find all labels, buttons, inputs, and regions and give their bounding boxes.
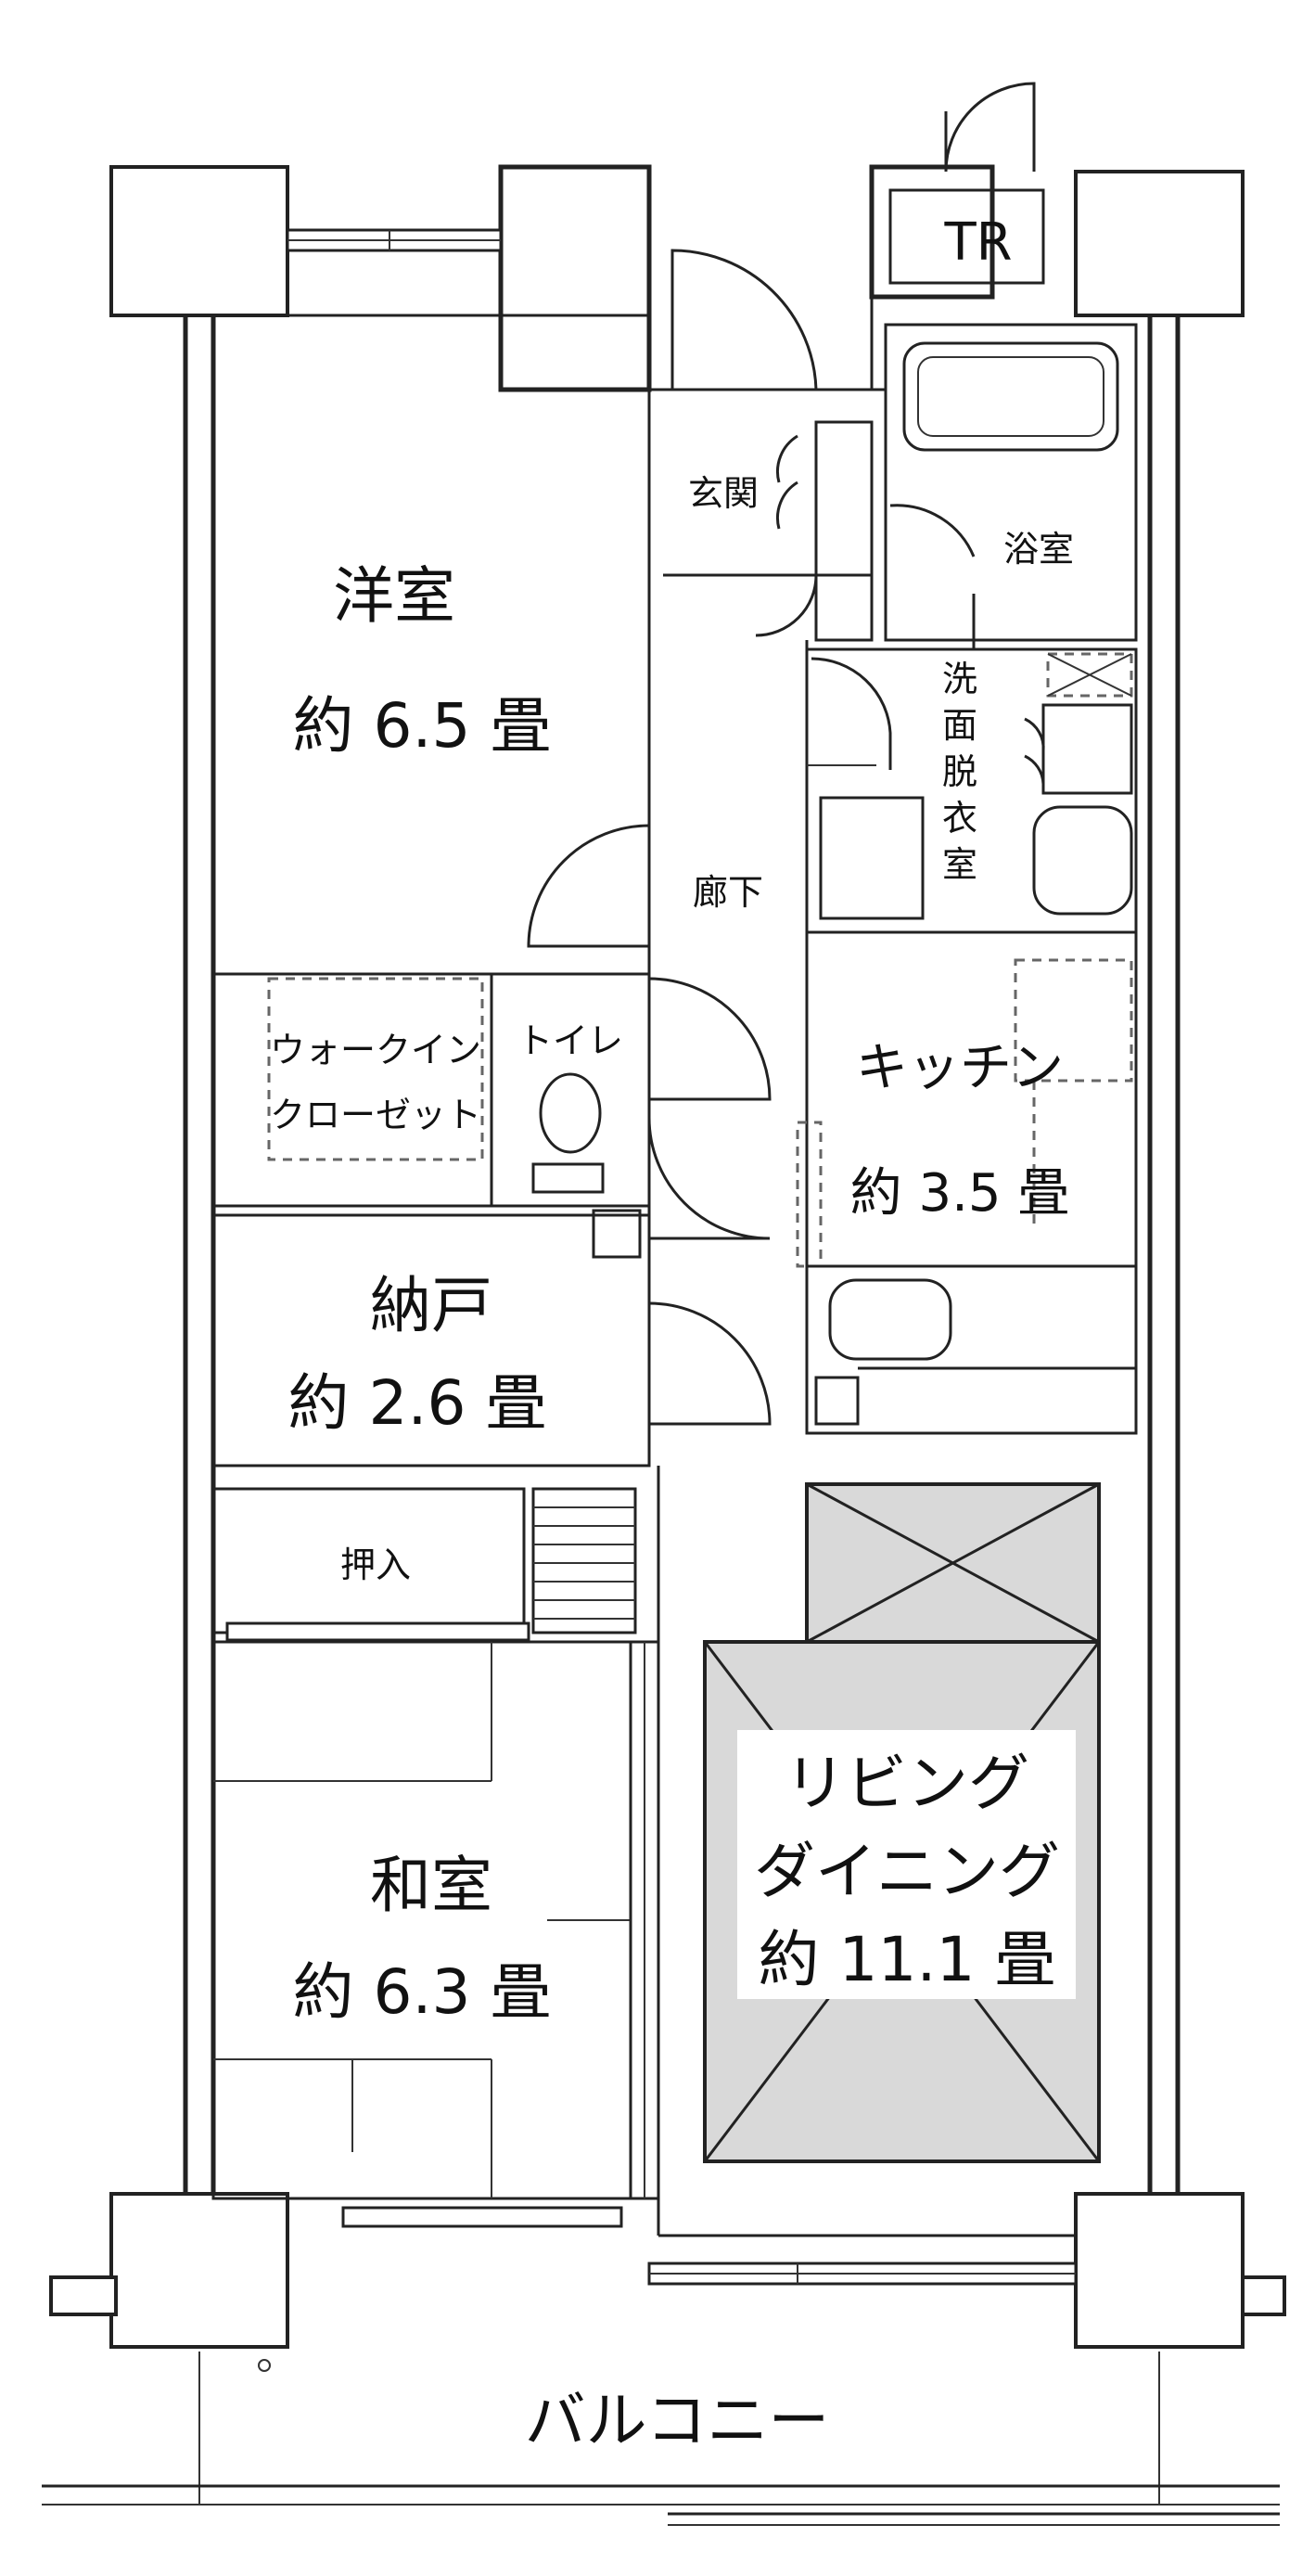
western-door-swing bbox=[527, 824, 650, 948]
tr-box bbox=[888, 188, 1045, 285]
western-room-name: 洋室 bbox=[333, 560, 455, 632]
washing-machine bbox=[819, 796, 925, 920]
right-outer-wall bbox=[1147, 303, 1181, 2211]
tr-wall-block bbox=[869, 164, 995, 300]
storage-room: 納戸 約 2.6 畳 bbox=[211, 1213, 651, 1467]
bathroom: 浴室 bbox=[884, 323, 1138, 649]
toilet-outline bbox=[490, 972, 651, 1208]
balcony: バルコニー bbox=[42, 2352, 1280, 2526]
bath-door-swing bbox=[889, 504, 976, 649]
washroom-char-4: 衣 bbox=[942, 798, 977, 839]
entrance-label: 玄関 bbox=[688, 473, 759, 514]
washroom-char-5: 室 bbox=[942, 844, 977, 885]
living-label-backdrop bbox=[737, 1730, 1076, 1999]
kitchen: キッチン 約 3.5 畳 bbox=[647, 930, 1138, 1435]
western-room-outline bbox=[211, 314, 651, 976]
tr-door-swing bbox=[944, 82, 1036, 173]
washroom: 洗 面 脱 衣 室 bbox=[805, 647, 1138, 934]
stair-step-box bbox=[531, 1487, 637, 1634]
washroom-char-2: 面 bbox=[942, 705, 977, 746]
living-line-2: ダイニング bbox=[754, 1836, 1060, 1907]
washroom-char-1: 洗 bbox=[942, 659, 977, 699]
tr-label: TR bbox=[943, 212, 1012, 273]
bathroom-outline bbox=[884, 323, 1138, 642]
living-dining: リビング ダイニング 約 11.1 畳 bbox=[647, 1466, 1101, 2286]
kitchen-sink bbox=[828, 1278, 952, 1361]
shoe-cabinet-doors bbox=[775, 434, 798, 530]
tr-area: TR bbox=[888, 82, 1045, 285]
pillar-top-left bbox=[109, 165, 289, 317]
kitchen-size: 約 3.5 畳 bbox=[850, 1163, 1070, 1224]
pillar-top-right bbox=[1074, 170, 1245, 317]
wash-basin bbox=[1032, 805, 1133, 916]
kitchen-outline bbox=[805, 930, 1138, 1435]
storage-name: 納戸 bbox=[370, 1270, 492, 1341]
closet-label: 押入 bbox=[340, 1544, 411, 1585]
outer-walls bbox=[183, 164, 1181, 2211]
kitchen-name: キッチン bbox=[856, 1038, 1064, 1098]
walkin-closet-outline bbox=[211, 972, 493, 1208]
storage-room-outline bbox=[211, 1213, 651, 1467]
walkin-closet: ウォークイン クローゼット bbox=[211, 972, 493, 1208]
toilet-bowl bbox=[539, 1072, 602, 1154]
toilet-door-swing bbox=[648, 977, 772, 1101]
pillar-bottom-right bbox=[1074, 2192, 1245, 2349]
left-outer-wall bbox=[183, 303, 216, 2211]
toilet-label: トイレ bbox=[517, 1020, 623, 1061]
walkin-line-2: クローゼット bbox=[270, 1095, 481, 1135]
entrance-door-swing bbox=[670, 249, 818, 391]
japanese-room-size: 約 6.3 畳 bbox=[293, 1956, 552, 2028]
toilet-tank bbox=[531, 1162, 605, 1194]
pillar-bottom-left bbox=[109, 2192, 289, 2349]
walkin-line-1: ウォークイン bbox=[270, 1030, 481, 1070]
corridor-label: 廊下 bbox=[693, 872, 763, 913]
upper-wall-block bbox=[498, 164, 652, 392]
western-window bbox=[286, 228, 503, 252]
japanese-room-name: 和室 bbox=[370, 1850, 492, 1921]
western-room: 洋室 約 6.5 畳 bbox=[211, 314, 651, 976]
japanese-room: 和室 約 6.3 畳 bbox=[211, 1640, 660, 2228]
bath-label: 浴室 bbox=[1003, 529, 1074, 570]
living-size: 約 11.1 畳 bbox=[759, 1924, 1056, 1995]
storage-size: 約 2.6 畳 bbox=[288, 1367, 547, 1439]
balcony-label: バルコニー bbox=[525, 2385, 830, 2456]
western-room-size: 約 6.5 畳 bbox=[293, 690, 552, 762]
bathtub bbox=[902, 341, 1119, 452]
living-line-1: リビング bbox=[785, 1748, 1029, 1819]
closet-area: 押入 bbox=[211, 1487, 637, 1642]
entrance-area: 玄関 bbox=[663, 249, 886, 642]
toilet: トイレ bbox=[490, 972, 772, 1259]
washroom-char-3: 脱 bbox=[942, 751, 977, 792]
